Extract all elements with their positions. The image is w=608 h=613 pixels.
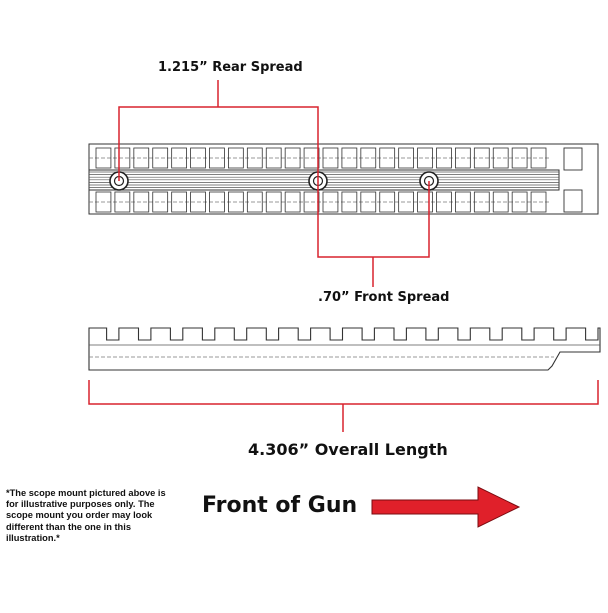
disclaimer-note: *The scope mount pictured above is for i… (6, 488, 166, 543)
slot-lower (265, 191, 282, 213)
rail-side-view (88, 327, 601, 371)
slot-upper (133, 147, 150, 169)
slot-lower (511, 191, 528, 213)
slot-upper (341, 147, 358, 169)
slot-upper (95, 147, 112, 169)
slot-lower (436, 191, 452, 213)
slot-upper (171, 147, 187, 169)
slot-upper (379, 147, 396, 169)
dimension-lines (88, 80, 599, 432)
slot-lower (209, 191, 225, 213)
front-arrow-icon (371, 486, 521, 528)
slot-upper (265, 147, 282, 169)
slot-upper (492, 147, 509, 169)
slot-lower (473, 191, 490, 213)
slot-lower (322, 191, 339, 213)
front-spread-label: .70” Front Spread (318, 290, 450, 305)
slot-upper (511, 147, 528, 169)
slot-upper (398, 147, 414, 169)
rail-side-profile (88, 327, 601, 371)
slot-lower (530, 191, 547, 213)
slot-upper (114, 147, 131, 169)
slot-upper (322, 147, 339, 169)
rear-spread-label: 1.215” Rear Spread (158, 60, 303, 75)
overall-length-label: 4.306” Overall Length (248, 440, 448, 459)
slot-upper (473, 147, 490, 169)
slot-lower (246, 191, 263, 213)
slot-upper (190, 147, 206, 169)
slot-lower (152, 191, 169, 213)
slot-upper (152, 147, 169, 169)
slot-upper (360, 147, 377, 169)
slot-upper (530, 147, 547, 169)
slot-lower (133, 191, 150, 213)
slot-lower (492, 191, 509, 213)
slot-lower (379, 191, 396, 213)
rail-top-view (88, 143, 599, 215)
slot-lower (341, 191, 358, 213)
slot-upper (303, 147, 320, 169)
end-slot-upper (563, 147, 583, 171)
slot-lower (360, 191, 377, 213)
slot-lower (190, 191, 206, 213)
slot-upper (228, 147, 244, 169)
slot-lower (114, 191, 131, 213)
slot-upper (209, 147, 225, 169)
slot-upper (246, 147, 263, 169)
slot-lower (228, 191, 244, 213)
slot-lower (455, 191, 471, 213)
front-of-gun-label: Front of Gun (202, 493, 358, 518)
slot-upper (436, 147, 452, 169)
arrow-shape (371, 486, 521, 528)
slot-lower (171, 191, 187, 213)
overall-length-bracket (88, 380, 599, 405)
slot-upper (417, 147, 433, 169)
slot-upper (455, 147, 471, 169)
slot-lower (417, 191, 433, 213)
slot-lower (284, 191, 301, 213)
end-slot-lower (563, 189, 583, 213)
slot-upper (284, 147, 301, 169)
slot-lower (398, 191, 414, 213)
slot-lower (303, 191, 320, 213)
slot-lower (95, 191, 112, 213)
